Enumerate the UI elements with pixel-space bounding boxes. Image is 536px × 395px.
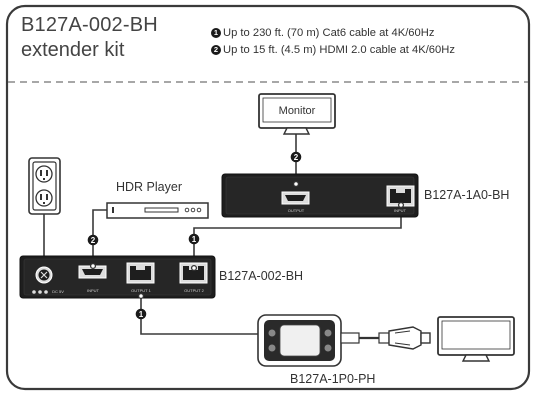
receiver-pod-device	[257, 314, 431, 367]
tx-hdmi-cable-end	[89, 262, 97, 270]
port-label-tx-output2: OUTPUT 2	[184, 288, 204, 293]
dc-jack-port	[35, 266, 53, 284]
connection-markers: 2 1 2 1	[87, 151, 302, 320]
port-label-tx-output1: OUTPUT 1	[131, 288, 151, 293]
receiver-output-port	[281, 191, 310, 205]
hdmi-cable-end	[292, 180, 300, 188]
monitor-label: Monitor	[279, 105, 316, 117]
cat6-cable-end	[397, 201, 405, 209]
cat6-cable-pod	[140, 296, 262, 335]
port-label-receiver-output: OUTPUT	[288, 208, 305, 213]
tx-cat6-cable-end	[190, 264, 198, 272]
port-label-tx-dc: DC 5V	[52, 289, 64, 294]
monitor-icon	[258, 93, 336, 135]
transmitter-device	[19, 255, 216, 299]
spec-text-2: Up to 15 ft. (4.5 m) HDMI 2.0 cable at 4…	[223, 44, 455, 56]
kit-title-line1: B127A-002-BH	[21, 14, 158, 36]
marker-cat6-pod: 1	[135, 308, 147, 320]
power-outlet-icon	[28, 157, 61, 215]
hdmi-cable-player	[92, 209, 107, 266]
marker-label: 2	[294, 153, 299, 162]
receiver-input-port	[386, 185, 415, 207]
marker-label: 2	[91, 236, 96, 245]
tx-out1-cable-end	[137, 292, 145, 300]
transmitter-label: B127A-002-BH	[219, 269, 304, 283]
hdr-player-icon	[106, 202, 209, 219]
tx-input-port	[78, 265, 107, 279]
receiver-pod-label: B127A-1P0-PH	[290, 372, 376, 386]
display-monitor-icon	[437, 316, 515, 362]
tx-output1-port	[126, 262, 155, 284]
spec-marker-1: 1	[211, 28, 221, 38]
marker-hdmi-player: 2	[87, 234, 99, 246]
port-labels: OUTPUT INPUT INPUT OUTPUT 1 OUTPUT 2 DC …	[52, 208, 406, 294]
receiver-hdmi-device	[221, 173, 419, 218]
port-label-tx-input: INPUT	[87, 288, 100, 293]
kit-title-line2: extender kit	[21, 39, 125, 61]
port-label-receiver-input: INPUT	[394, 208, 407, 213]
marker-hdmi-monitor: 2	[290, 151, 302, 163]
marker-cat6-receiver: 1	[188, 233, 200, 245]
receiver-hdmi-label: B127A-1A0-BH	[424, 188, 510, 202]
marker-label: 1	[139, 310, 144, 319]
marker-label: 1	[192, 235, 197, 244]
spec-marker-2: 2	[211, 45, 221, 55]
spec-text-1: Up to 230 ft. (70 m) Cat6 cable at 4K/60…	[223, 27, 435, 39]
hdr-player-label: HDR Player	[116, 180, 182, 194]
